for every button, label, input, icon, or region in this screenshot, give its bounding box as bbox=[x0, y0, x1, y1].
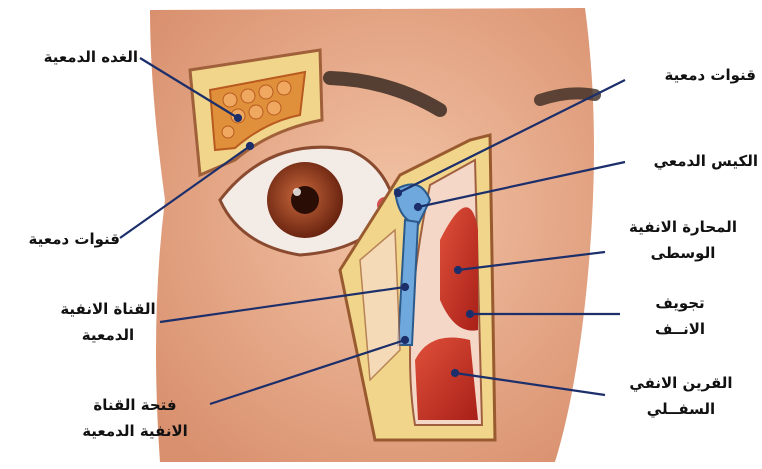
label-lacrimal-ducts-upper-text: قنوات دمعية bbox=[626, 62, 756, 88]
label-lacrimal-sac-text: الكيس الدمعي bbox=[626, 148, 758, 174]
label-nasolacrimal-duct: القناة الانفية الدمعية bbox=[38, 296, 178, 348]
label-lacrimal-sac: الكيس الدمعي bbox=[626, 148, 758, 174]
inferior-concha bbox=[415, 338, 478, 421]
label-nasolacrimal-duct-line1: القناة الانفية bbox=[38, 296, 178, 322]
label-inferior-concha-line1: القرين الانفي bbox=[606, 370, 756, 396]
eye-highlight bbox=[293, 188, 301, 196]
label-lacrimal-gland-text: الغده الدمعية bbox=[8, 44, 138, 70]
label-middle-concha: المحارة الانفية الوسطى bbox=[608, 214, 758, 266]
label-middle-concha-line2: الوسطى bbox=[608, 240, 758, 266]
label-duct-opening-line1: فتحة القناة bbox=[60, 392, 210, 418]
label-duct-opening: فتحة القناة الانفية الدمعية bbox=[60, 392, 210, 444]
label-nasal-cavity-line2: الانــف bbox=[620, 316, 740, 342]
label-inferior-concha: القرين الانفي السفــلي bbox=[606, 370, 756, 422]
label-nasal-cavity: تجويف الانــف bbox=[620, 290, 740, 342]
label-nasal-cavity-line1: تجويف bbox=[620, 290, 740, 316]
label-lacrimal-ducts-upper: قنوات دمعية bbox=[626, 62, 756, 88]
label-nasolacrimal-duct-line2: الدمعية bbox=[38, 322, 178, 348]
label-inferior-concha-line2: السفــلي bbox=[606, 396, 756, 422]
label-lacrimal-ducts-left: قنوات دمعية bbox=[8, 226, 120, 252]
label-middle-concha-line1: المحارة الانفية bbox=[608, 214, 758, 240]
label-lacrimal-ducts-left-text: قنوات دمعية bbox=[8, 226, 120, 252]
label-lacrimal-gland: الغده الدمعية bbox=[8, 44, 138, 70]
label-duct-opening-line2: الانفية الدمعية bbox=[60, 418, 210, 444]
